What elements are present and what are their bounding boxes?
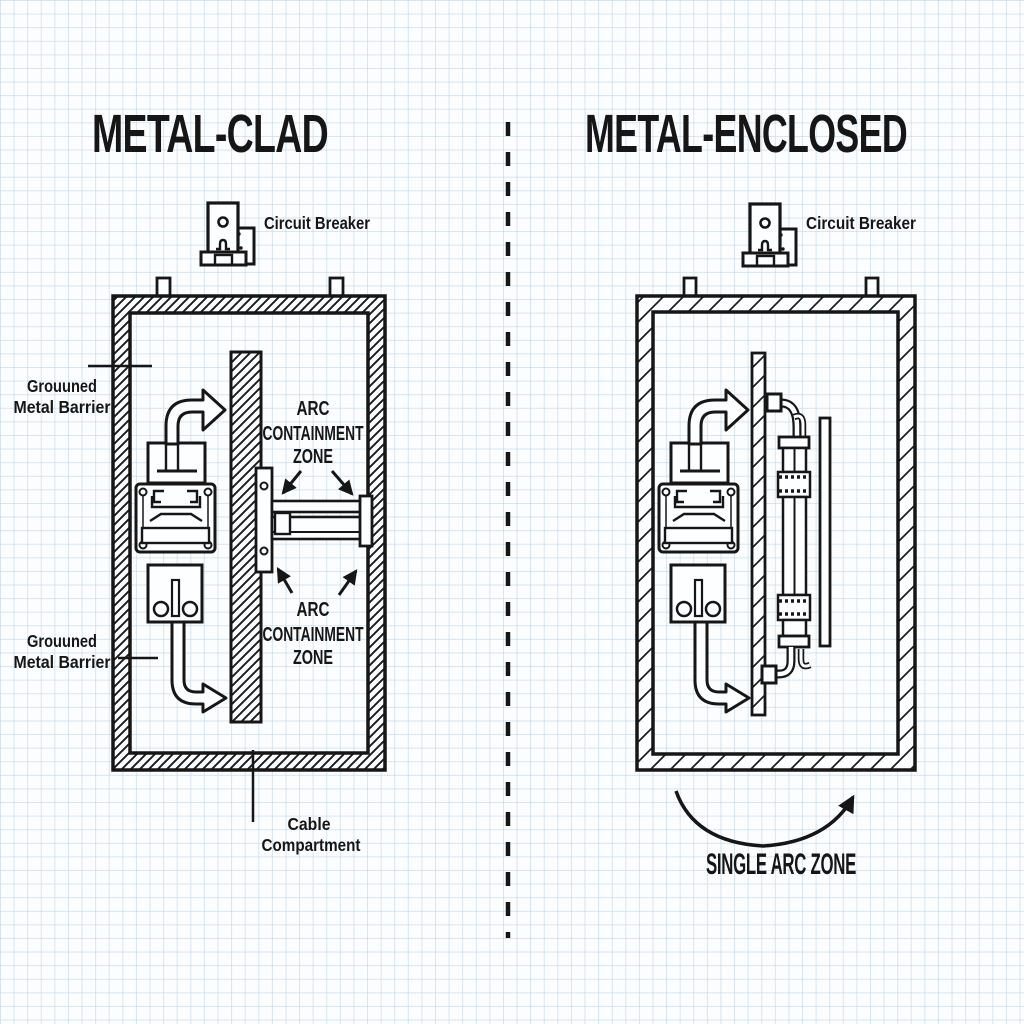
arc-sweep-arrow-icon (674, 790, 855, 848)
grounded-barrier-callout-bottom: Grouuned Metal Barrier (14, 631, 158, 672)
conduit-end-cap (760, 664, 778, 685)
breaker-mechanism (657, 388, 751, 714)
cabinet-mounting-tab (155, 276, 172, 299)
cabinet-enclosure-walls (111, 294, 387, 772)
pointer-arrow-icon (281, 470, 303, 495)
cabinet-enclosure-walls (635, 294, 917, 772)
cabinet-mounting-tab (328, 276, 345, 299)
internal-plate (750, 351, 767, 717)
insulator-band (776, 593, 812, 622)
arc-zone-bottom-line2: CONTAINMENT (263, 624, 364, 646)
breaker-mechanism (134, 388, 228, 714)
metal-enclosed-panel: Circuit Breaker (635, 202, 917, 881)
cable-label-line1: Cable (288, 814, 331, 834)
conduit-end-cap (765, 392, 783, 413)
arc-containment-zone-top: ARC CONTAINMENT ZONE (263, 398, 364, 496)
cable-label-line2: Compartment (262, 835, 361, 855)
right-panel-title: METAL-ENCLOSED (585, 104, 907, 164)
bus-assembly (254, 466, 374, 574)
cabinet-mounting-tab (682, 276, 698, 299)
arc-zone-top-line2: CONTAINMENT (263, 423, 364, 445)
single-arc-zone-label: SINGLE ARC ZONE (706, 848, 856, 881)
pointer-arrow-icon (337, 569, 358, 596)
metal-clad-panel: Circuit Breaker ARC CONTAINMENT ZONE (14, 201, 387, 855)
pointer-arrow-icon (276, 567, 294, 594)
arc-containment-zone-bottom: ARC CONTAINMENT ZONE (263, 567, 364, 669)
circuit-breaker-label: Circuit Breaker (264, 213, 370, 233)
barrier-label-bottom-line2: Metal Barrier (14, 652, 111, 672)
barrier-label-top-line1: Grouuned (27, 376, 97, 396)
arc-zone-bottom-line3: ZONE (293, 647, 333, 669)
barrier-label-bottom-line1: Grouuned (27, 631, 97, 651)
arc-zone-top-line3: ZONE (293, 446, 333, 468)
barrier-label-top-line2: Metal Barrier (14, 397, 111, 417)
single-arc-zone-callout: SINGLE ARC ZONE (674, 790, 857, 881)
left-panel-title: METAL-CLAD (92, 104, 328, 164)
arc-zone-bottom-line1: ARC (297, 599, 330, 621)
circuit-breaker-icon (741, 202, 798, 268)
arc-zone-top-line1: ARC (297, 398, 330, 420)
grounded-barrier-callout-top: Grouuned Metal Barrier (14, 364, 152, 417)
circuit-breaker-label: Circuit Breaker (806, 213, 916, 233)
cable-compartment-callout: Cable Compartment (251, 750, 361, 855)
vertical-bus-assembly (760, 392, 812, 685)
circuit-breaker-icon (199, 201, 256, 267)
internal-bar (818, 416, 832, 648)
pointer-arrow-icon (330, 470, 354, 496)
cabinet-mounting-tab (864, 276, 880, 299)
